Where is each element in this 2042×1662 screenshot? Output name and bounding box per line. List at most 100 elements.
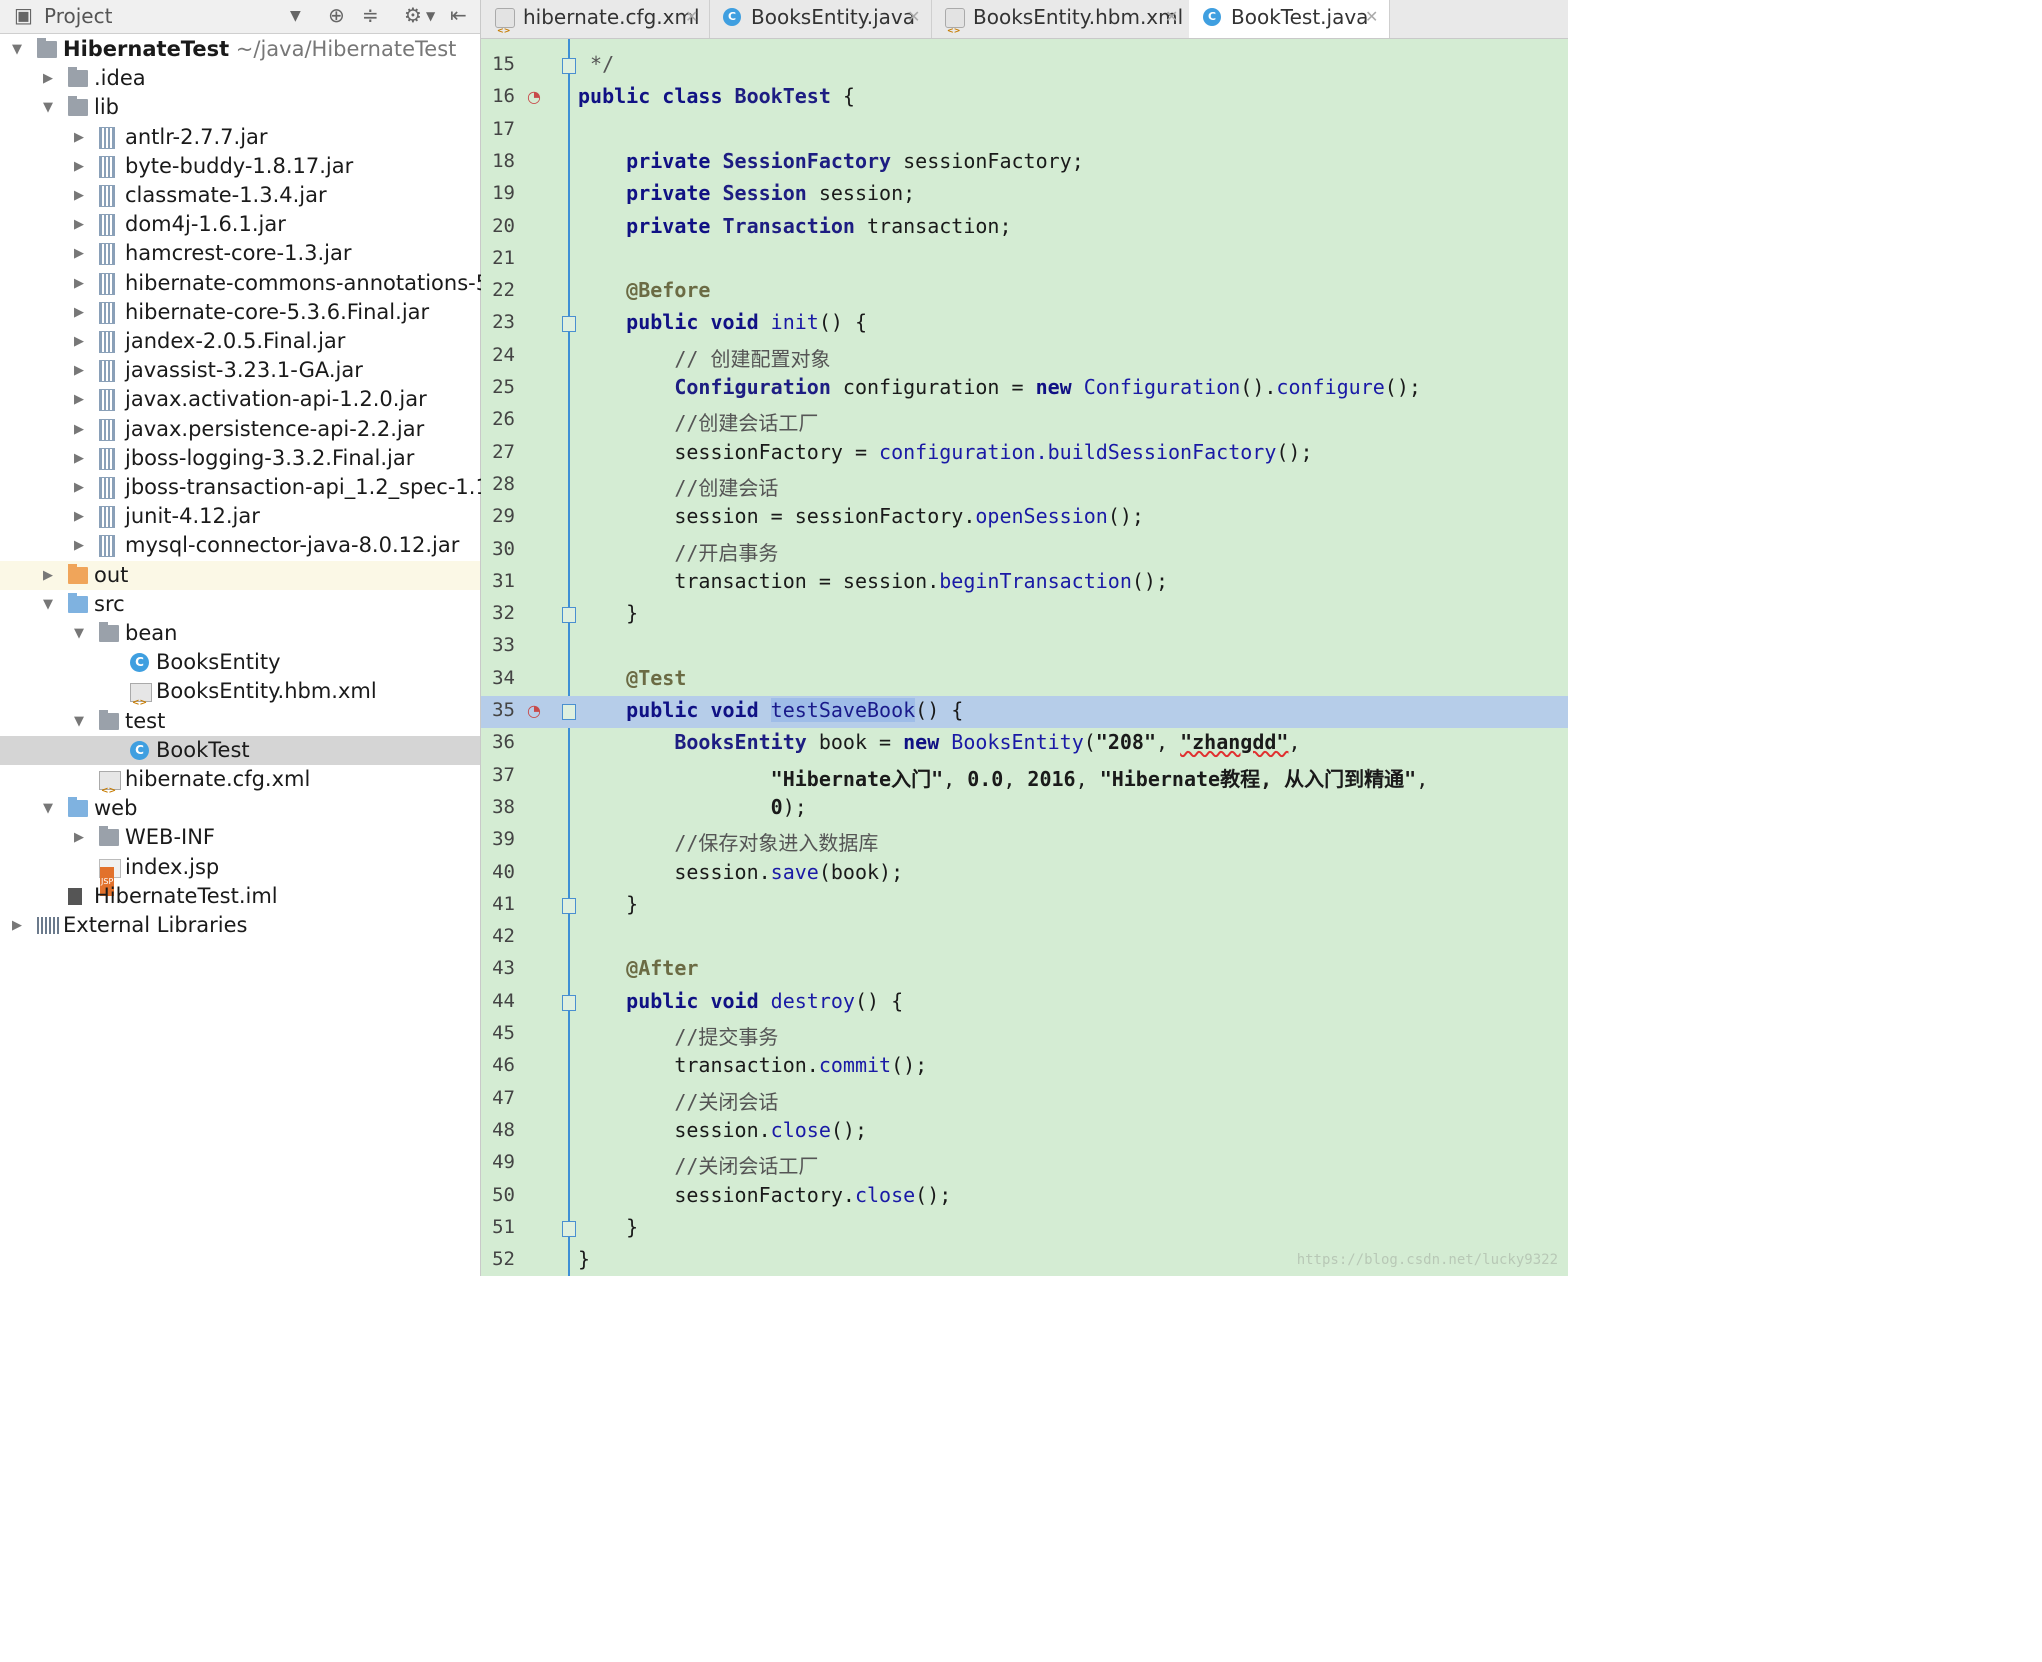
fold-marker-icon[interactable] xyxy=(562,1220,576,1237)
tree-item[interactable]: ▶hibernate-commons-annotations-5 xyxy=(0,269,489,298)
scroll-from-source-icon[interactable]: ⊕ xyxy=(328,3,345,27)
code-line[interactable]: 32 } xyxy=(481,599,1568,631)
tree-item[interactable]: ▶mysql-connector-java-8.0.12.jar xyxy=(0,531,480,560)
code-line[interactable]: 50 sessionFactory.close(); xyxy=(481,1181,1568,1213)
tree-item[interactable]: ▶javax.persistence-api-2.2.jar xyxy=(0,415,480,444)
code-line[interactable]: 52} xyxy=(481,1245,1568,1277)
code-line[interactable]: 24 // 创建配置对象 xyxy=(481,341,1568,373)
chevron-right-icon[interactable]: ▶ xyxy=(43,567,53,583)
code-line[interactable]: 26 //创建会话工厂 xyxy=(481,405,1568,437)
tree-item[interactable]: index.jsp xyxy=(0,853,480,896)
chevron-down-icon[interactable]: ▼ xyxy=(290,8,301,24)
code-line[interactable]: 28 //创建会话 xyxy=(481,470,1568,502)
tree-item[interactable]: hibernate.cfg.xml xyxy=(0,765,480,806)
chevron-right-icon[interactable]: ▶ xyxy=(74,480,84,495)
chevron-right-icon[interactable]: ▶ xyxy=(74,450,84,466)
code-line[interactable]: 18 private SessionFactory sessionFactory… xyxy=(481,147,1568,179)
close-icon[interactable]: ✕ xyxy=(1165,7,1179,26)
code-line[interactable]: 29 session = sessionFactory.openSession(… xyxy=(481,502,1568,534)
tree-item[interactable]: ▶dom4j-1.6.1.jar xyxy=(0,210,480,239)
chevron-down-icon[interactable]: ▼ xyxy=(74,713,84,729)
code-line[interactable]: 15 */ xyxy=(481,50,1568,82)
chevron-right-icon[interactable]: ▶ xyxy=(74,538,84,554)
code-line[interactable]: 44 public void destroy() { xyxy=(481,987,1568,1019)
chevron-right-icon[interactable]: ▶ xyxy=(74,304,84,320)
tree-item[interactable]: ▼web xyxy=(0,794,480,823)
code-line[interactable]: 17 xyxy=(481,115,1568,147)
chevron-right-icon[interactable]: ▶ xyxy=(74,188,84,203)
tab-booksentity-hbm-xml[interactable]: BooksEntity.hbm.xml✕ xyxy=(931,0,1190,48)
chevron-right-icon[interactable]: ▶ xyxy=(74,421,84,437)
tree-item[interactable]: ▶hamcrest-core-1.3.jar xyxy=(0,239,480,268)
tree-item[interactable]: ▼bean xyxy=(0,619,480,648)
chevron-right-icon[interactable]: ▶ xyxy=(12,918,22,933)
tree-item[interactable]: ▶jboss-transaction-api_1.2_spec-1.1. xyxy=(0,473,496,502)
project-panel-title[interactable]: Project xyxy=(44,4,113,28)
tree-item[interactable]: ▼test xyxy=(0,707,480,736)
chevron-right-icon[interactable]: ▶ xyxy=(43,71,53,87)
tree-item[interactable]: ▶classmate-1.3.4.jar xyxy=(0,181,480,210)
close-icon[interactable]: ✕ xyxy=(907,7,921,26)
run-test-icon[interactable]: ◔ xyxy=(527,701,541,720)
code-line[interactable]: 22 @Before xyxy=(481,276,1568,308)
tree-item[interactable]: ▶byte-buddy-1.8.17.jar xyxy=(0,152,480,181)
tree-item[interactable]: ▶out xyxy=(0,560,480,590)
code-line[interactable]: 34 @Test xyxy=(481,664,1568,696)
code-line[interactable]: 46 transaction.commit(); xyxy=(481,1051,1568,1083)
gear-icon[interactable]: ⚙ xyxy=(404,3,422,27)
chevron-right-icon[interactable]: ▶ xyxy=(74,246,84,262)
tree-item[interactable]: ▶antlr-2.7.7.jar xyxy=(0,123,480,152)
chevron-right-icon[interactable]: ▶ xyxy=(74,158,84,174)
tree-item[interactable]: ▶hibernate-core-5.3.6.Final.jar xyxy=(0,298,480,327)
code-line[interactable]: 23 public void init() { xyxy=(481,308,1568,340)
code-line[interactable]: 27 sessionFactory = configuration.buildS… xyxy=(481,438,1568,470)
tree-item[interactable]: ▶.idea xyxy=(0,64,480,93)
chevron-right-icon[interactable]: ▶ xyxy=(74,830,84,846)
code-line[interactable]: 49 //关闭会话工厂 xyxy=(481,1148,1568,1180)
run-test-icon[interactable]: ◔ xyxy=(527,87,541,107)
code-line[interactable]: 33 xyxy=(481,631,1568,663)
tree-item[interactable]: ▶jboss-logging-3.3.2.Final.jar xyxy=(0,444,480,473)
chevron-down-icon[interactable]: ▼ xyxy=(74,626,84,641)
fold-marker-icon[interactable] xyxy=(562,897,576,914)
tree-item[interactable]: ▶javax.activation-api-1.2.0.jar xyxy=(0,385,480,414)
tree-item[interactable]: ▼HibernateTest ~/java/HibernateTest xyxy=(0,35,480,64)
chevron-down-icon[interactable]: ▼ xyxy=(12,42,22,57)
tree-item[interactable]: ▶javassist-3.23.1-GA.jar xyxy=(0,356,480,385)
tree-item[interactable]: ▶WEB-INF xyxy=(0,823,480,852)
close-icon[interactable]: ✕ xyxy=(685,7,699,26)
fold-marker-icon[interactable] xyxy=(562,994,576,1011)
tree-item[interactable]: ▼lib xyxy=(0,93,480,122)
hide-panel-icon[interactable]: ⇤ xyxy=(450,3,467,27)
code-line[interactable]: 39 //保存对象进入数据库 xyxy=(481,825,1568,857)
code-line[interactable]: 36 BooksEntity book = new BooksEntity("2… xyxy=(481,728,1568,760)
chevron-right-icon[interactable]: ▶ xyxy=(74,509,84,525)
code-line[interactable]: 51 } xyxy=(481,1213,1568,1245)
code-line[interactable]: 38 0); xyxy=(481,793,1568,825)
chevron-right-icon[interactable]: ▶ xyxy=(74,363,84,379)
fold-marker-icon[interactable] xyxy=(562,607,576,624)
project-view-icon[interactable]: ▣ xyxy=(14,3,33,27)
chevron-down-icon[interactable]: ▼ xyxy=(426,9,436,23)
tree-item[interactable]: BooksEntity.hbm.xml xyxy=(0,677,480,718)
collapse-all-icon[interactable]: ≑ xyxy=(362,3,379,27)
code-line[interactable]: 16◔public class BookTest { xyxy=(481,82,1568,114)
code-line[interactable]: 37 "Hibernate入门", 0.0, 2016, "Hibernate教… xyxy=(481,761,1568,793)
code-line[interactable]: 40 session.save(book); xyxy=(481,858,1568,890)
tree-item[interactable]: ▼src xyxy=(0,590,480,619)
chevron-right-icon[interactable]: ▶ xyxy=(74,275,84,291)
code-line[interactable]: 47 //关闭会话 xyxy=(481,1084,1568,1116)
code-line[interactable]: 41 } xyxy=(481,890,1568,922)
chevron-right-icon[interactable]: ▶ xyxy=(74,392,84,408)
code-line[interactable]: 30 //开启事务 xyxy=(481,535,1568,567)
tree-item[interactable]: HibernateTest.iml xyxy=(0,882,480,911)
code-line[interactable]: 19 private Session session; xyxy=(481,179,1568,211)
code-line[interactable]: 45 //提交事务 xyxy=(481,1019,1568,1051)
code-line[interactable]: 20 private Transaction transaction; xyxy=(481,212,1568,244)
fold-marker-icon[interactable] xyxy=(562,316,576,333)
chevron-down-icon[interactable]: ▼ xyxy=(43,100,53,116)
